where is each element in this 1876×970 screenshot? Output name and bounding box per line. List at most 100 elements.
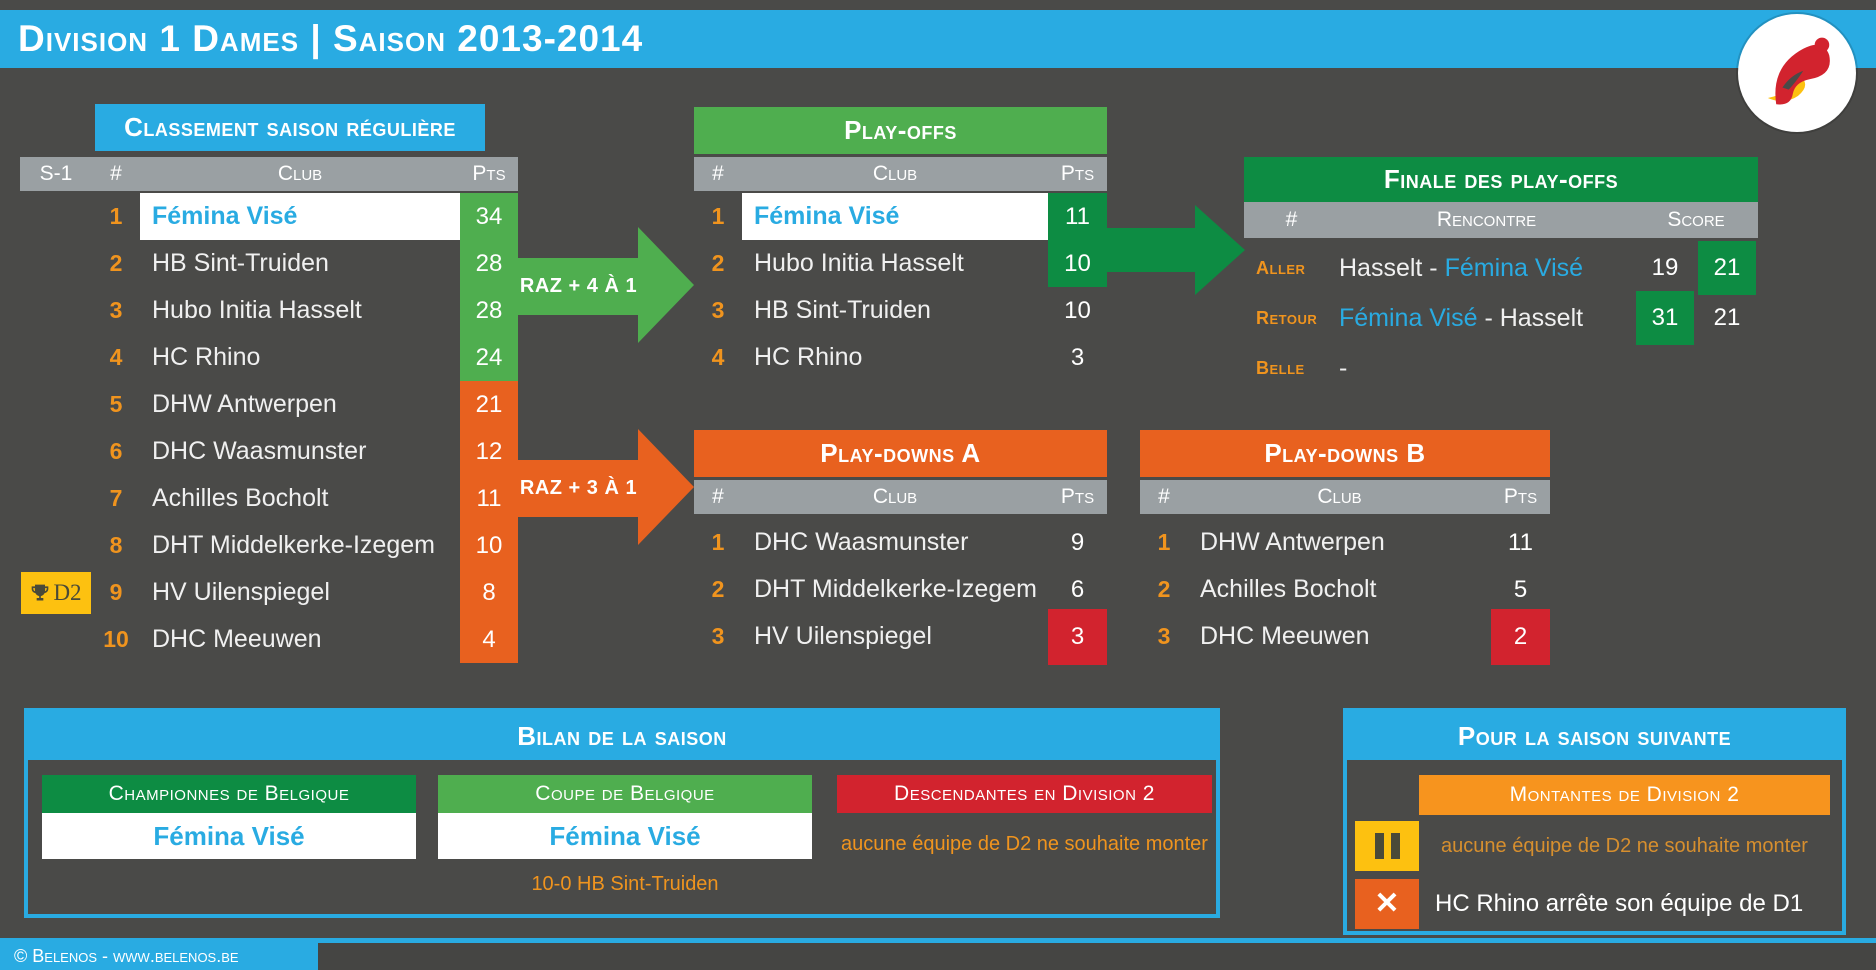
pts-cell: 4: [482, 625, 496, 653]
classement-table: Classement saison régulière S-1 # Club P…: [20, 104, 518, 664]
previous-season-cell: [20, 193, 92, 240]
classement-column-header: S-1 # Club Pts: [20, 157, 518, 191]
next-season-panel: Pour la saison suivante Montantes de Div…: [1343, 708, 1846, 935]
club-cell: DHW Antwerpen: [1200, 528, 1385, 556]
match-team-highlight: Fémina Visé: [1444, 253, 1584, 282]
pts-cell: 10: [1064, 296, 1091, 324]
pts-cell: 5: [1513, 575, 1528, 603]
club-cell: HV Uilenspiegel: [754, 622, 932, 650]
score-cell: 21: [1696, 241, 1758, 295]
pts-cell: 9: [1070, 528, 1085, 556]
col-rank: #: [110, 162, 122, 185]
finale-rows: Aller Hasselt - Fémina Visé 19 21 Retour…: [1244, 241, 1758, 393]
d2-champion-badge: D2: [21, 571, 91, 614]
pts-cell: 8: [482, 578, 496, 606]
club-cell: DHT Middelkerke-Izegem: [754, 575, 1037, 603]
club-cell: DHC Meeuwen: [1200, 622, 1370, 650]
pts-cell: 2: [1491, 608, 1550, 665]
arrow-right-icon: [638, 429, 694, 545]
rank-cell: 3: [711, 297, 725, 323]
pts-cell: 10: [1064, 249, 1091, 277]
match-text: Hasselt - Fémina Visé: [1339, 254, 1634, 283]
club-cell: DHC Waasmunster: [754, 528, 969, 556]
rank-cell: 9: [109, 579, 123, 605]
playoffs-rows: 1 Fémina Visé 11 2 Hubo Initia Hasselt 1…: [694, 193, 1107, 381]
match-team: -: [1339, 353, 1348, 382]
playoffs-column-header: # Club Pts: [694, 157, 1107, 191]
match-label: Belle: [1256, 357, 1305, 378]
relegation-cell: 3: [1048, 608, 1107, 665]
playoff-zone-strip: [460, 193, 518, 381]
match-team: Hasselt -: [1339, 253, 1445, 282]
finale-arrow: [1107, 205, 1245, 295]
pts-cell: 28: [475, 249, 503, 277]
match-team: - Hasselt: [1477, 303, 1584, 332]
pts-cell: 3: [1070, 343, 1085, 371]
classement-title: Classement saison régulière: [95, 104, 485, 151]
champion-label: Championnes de Belgique: [42, 775, 416, 813]
table-row: 8 DHT Middelkerke-Izegem 10: [20, 522, 518, 569]
rank-cell: 7: [109, 485, 123, 511]
col-rank: #: [1285, 208, 1298, 231]
bilan-panel: Bilan de la saison Championnes de Belgiq…: [24, 708, 1220, 918]
match-text: Fémina Visé - Hasselt: [1339, 304, 1634, 333]
relegation-note: aucune équipe de D2 ne souhaite monter: [841, 833, 1208, 855]
rank-cell: 2: [1157, 576, 1171, 602]
pts-cell: 6: [1070, 575, 1085, 603]
match-label: Retour: [1256, 307, 1318, 328]
withdrawal-note: HC Rhino arrête son équipe de D1: [1435, 890, 1804, 917]
relegation-label: Descendantes en Division 2: [837, 775, 1212, 813]
playdowns-a-rows: 1 DHC Waasmunster 9 2 DHT Middelkerke-Iz…: [694, 519, 1107, 665]
col-pts: Pts: [472, 162, 506, 185]
table-row: 2 Hubo Initia Hasselt 10: [694, 240, 1107, 287]
playoffs-title: Play-offs: [694, 107, 1107, 154]
pause-icon: [1355, 821, 1419, 871]
pts-cell: 21: [475, 390, 503, 418]
club-cell: HC Rhino: [754, 343, 863, 371]
match-text: -: [1339, 354, 1634, 383]
rank-cell: 8: [109, 532, 123, 558]
club-cell: Fémina Visé: [140, 193, 460, 240]
playdown-zone-strip: [460, 381, 518, 663]
club-cell: Fémina Visé: [742, 193, 1048, 240]
rank-cell: 3: [1157, 623, 1171, 649]
playoffs-table: Play-offs # Club Pts 1 Fémina Visé 11 2 …: [694, 107, 1107, 388]
finale-arrow-tail: [1107, 228, 1196, 272]
col-score: Score: [1667, 208, 1725, 231]
col-pts: Pts: [1503, 485, 1538, 508]
table-row: 4 HC Rhino 3: [694, 334, 1107, 381]
pts-cell: 24: [475, 343, 503, 371]
pts-cell: 34: [475, 202, 503, 230]
champion-box: Championnes de Belgique Fémina Visé: [42, 775, 416, 859]
table-row: 2 Achilles Bocholt 5: [1140, 566, 1550, 613]
rank-cell: 6: [109, 438, 123, 464]
col-match: Rencontre: [1436, 208, 1537, 231]
previous-season-cell: [20, 475, 92, 522]
finale-zone-strip: [1048, 193, 1107, 287]
col-club: Club: [277, 162, 323, 185]
pts-cell: 28: [475, 296, 503, 324]
club-cell: HB Sint-Truiden: [754, 296, 931, 324]
relegation-cell: 2: [1491, 608, 1550, 665]
table-row: 3 HV Uilenspiegel 3: [694, 608, 1107, 665]
table-row: 2 HB Sint-Truiden 28: [20, 240, 518, 287]
table-row: 2 DHT Middelkerke-Izegem 6: [694, 566, 1107, 613]
club-cell: DHW Antwerpen: [152, 390, 337, 418]
table-row: 6 DHC Waasmunster 12: [20, 428, 518, 475]
table-row: 7 Achilles Bocholt 11: [20, 475, 518, 522]
playdowns-a-table: Play-downs A # Club Pts 1 DHC Waasmunste…: [694, 430, 1107, 665]
rank-cell: 5: [109, 391, 123, 417]
score-cell: 19: [1651, 254, 1679, 281]
rank-cell: 2: [711, 250, 725, 276]
score-cell: 31: [1634, 291, 1696, 345]
champion-value: Fémina Visé: [42, 813, 416, 859]
page-title: Division 1 Dames | Saison 2013-2014: [18, 18, 644, 59]
finale-column-header: # Rencontre Score: [1244, 202, 1758, 238]
promoted-header: Montantes de Division 2: [1419, 775, 1830, 815]
rank-cell: 2: [109, 250, 123, 276]
bilan-title: Bilan de la saison: [28, 712, 1216, 760]
pts-cell: 12: [475, 437, 503, 465]
finale-table: Finale des play-offs # Rencontre Score A…: [1244, 157, 1758, 403]
pts-cell: 11: [476, 484, 502, 512]
